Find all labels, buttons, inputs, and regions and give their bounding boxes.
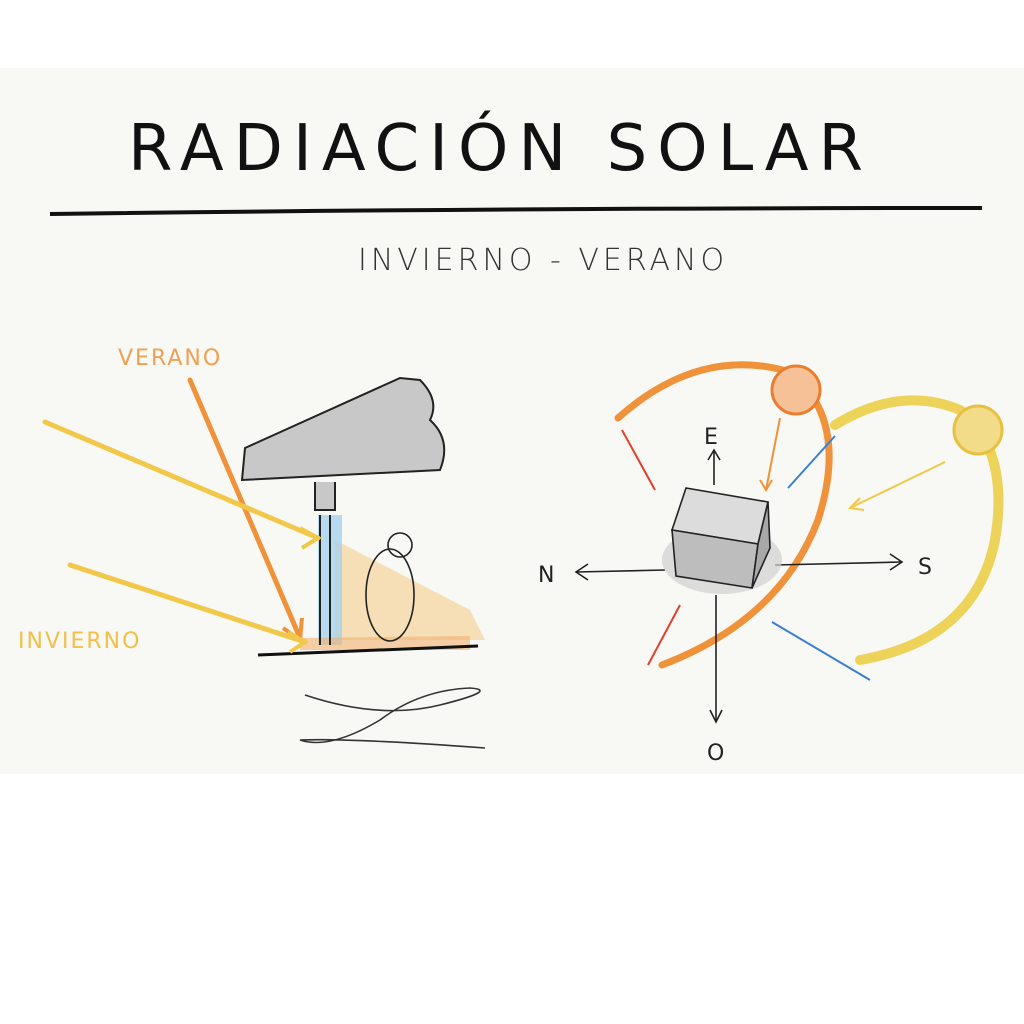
page-subtitle: INVIERNO - VERANO [358, 243, 728, 278]
label-verano: VERANO [118, 346, 222, 371]
winter-sun [954, 406, 1002, 454]
compass-west: O [707, 741, 724, 766]
compass-south: S [918, 555, 932, 580]
compass-north: N [538, 563, 554, 588]
label-invierno: INVIERNO [18, 629, 141, 654]
roof-column [315, 482, 335, 510]
summer-sun [772, 366, 820, 414]
page-title: RADIACIÓN SOLAR [128, 110, 873, 186]
compass-east: E [704, 425, 718, 450]
